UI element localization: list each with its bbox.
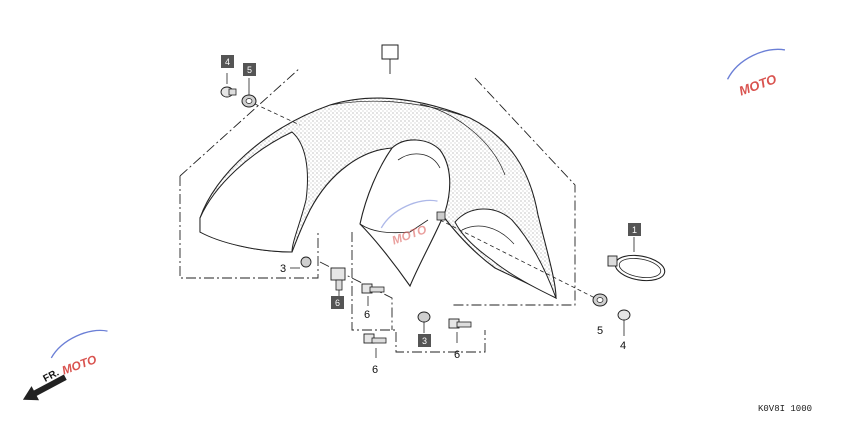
svg-text:6: 6 <box>335 298 340 308</box>
callout-box-1: 1 <box>628 223 641 236</box>
fender-body <box>199 97 557 299</box>
callout-6-c: 6 <box>372 364 378 376</box>
svg-text:MOTO: MOTO <box>60 352 99 378</box>
callout-3: 3 <box>280 263 286 275</box>
bolt-4-top <box>220 73 237 98</box>
callout-box-3: 3 <box>418 334 431 347</box>
bolt-6-boxed <box>330 267 346 296</box>
svg-text:MOTO: MOTO <box>737 71 779 98</box>
svg-text:1: 1 <box>632 225 637 235</box>
nut-3-left <box>290 256 312 269</box>
callout-box-5: 5 <box>243 63 256 76</box>
svg-text:4: 4 <box>225 57 230 67</box>
bolt-6-b <box>448 318 472 343</box>
bolt-6-c <box>363 333 387 358</box>
callout-5: 5 <box>597 325 603 337</box>
bolt-4-right <box>617 309 631 336</box>
callout-4: 4 <box>620 340 626 352</box>
nut-5-top <box>241 78 301 126</box>
band-clamp <box>607 237 666 282</box>
nut-3-boxed <box>417 311 431 333</box>
callout-box-6: 6 <box>331 296 344 309</box>
callout-6-b: 6 <box>454 349 460 361</box>
nut-5-right <box>439 219 608 307</box>
svg-text:3: 3 <box>422 336 427 346</box>
diagram-code: K0V8I 1000 <box>758 404 812 414</box>
front-arrow: FR. <box>22 367 67 401</box>
main-part-ref <box>381 44 399 74</box>
callout-box-4: 4 <box>221 55 234 68</box>
assembly-outline <box>179 67 576 353</box>
grommet-center <box>436 211 446 221</box>
callout-6-a: 6 <box>364 309 370 321</box>
watermark-top-right: MOTO <box>726 48 786 99</box>
bolt-6-a <box>361 283 385 306</box>
svg-text:5: 5 <box>247 65 252 75</box>
